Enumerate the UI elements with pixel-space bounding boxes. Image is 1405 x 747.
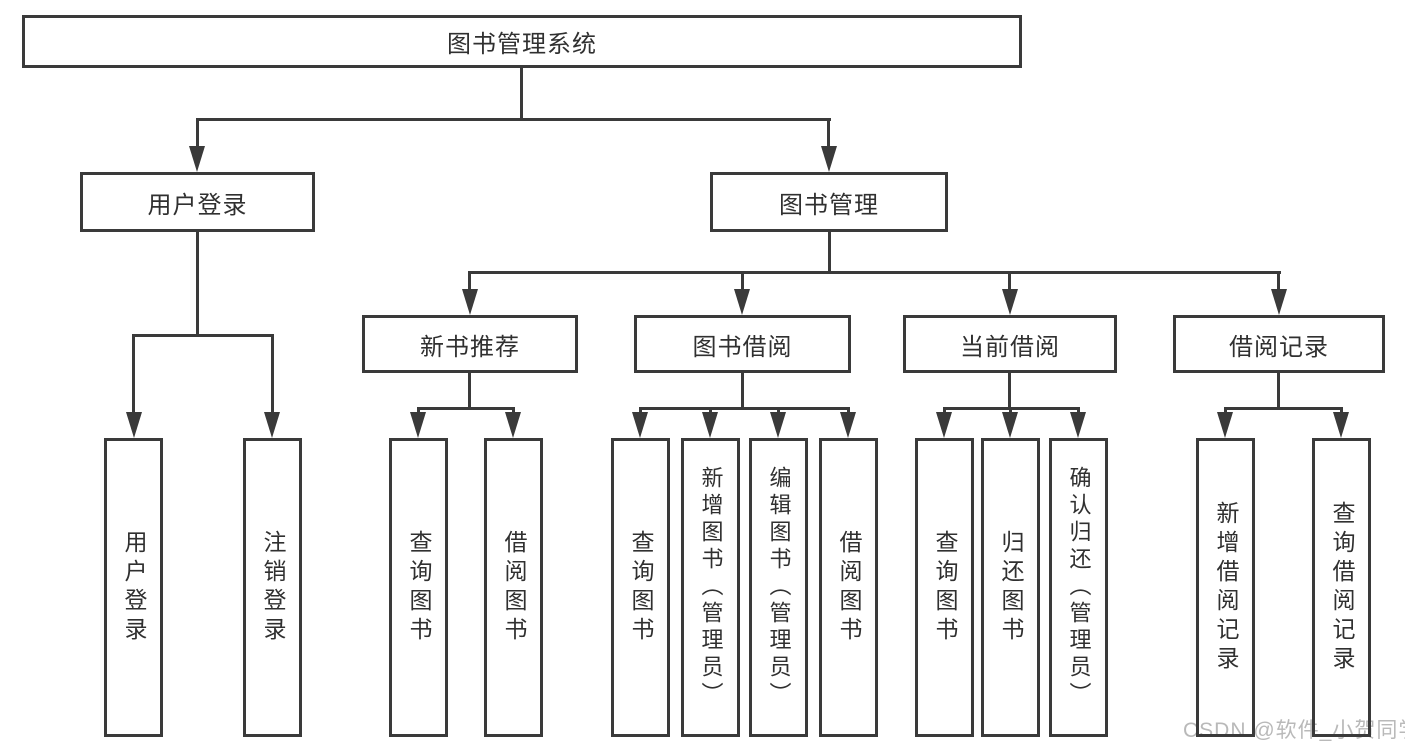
node-leaf-confirm-return-admin: 确认归还（管理员） — [1049, 438, 1108, 737]
arrow-down-icon — [1002, 412, 1018, 438]
arrow-down-icon — [126, 412, 142, 438]
node-label: 图书借阅 — [692, 333, 793, 361]
node-new-book-recommend: 新书推荐 — [362, 315, 578, 373]
connector-line — [468, 273, 471, 291]
node-leaf-query-books-2: 查询图书 — [611, 438, 670, 737]
arrow-down-icon — [770, 412, 786, 438]
node-user-login: 用户登录 — [80, 172, 315, 232]
node-label: 查询借阅记录 — [1329, 500, 1355, 675]
connector-line — [196, 118, 831, 121]
node-label: 确认归还（管理员） — [1066, 466, 1092, 709]
node-label: 新增图书（管理员） — [698, 466, 724, 709]
node-label: 图书管理 — [779, 191, 879, 219]
node-label: 查询图书 — [932, 529, 958, 646]
node-leaf-query-borrow-record: 查询借阅记录 — [1312, 438, 1371, 737]
connector-line — [271, 336, 274, 414]
connector-line — [1340, 409, 1343, 414]
connector-line — [827, 120, 830, 148]
node-leaf-query-books-1: 查询图书 — [389, 438, 448, 737]
arrow-down-icon — [462, 289, 478, 315]
connector-line — [196, 120, 199, 148]
node-label: 用户登录 — [147, 191, 248, 219]
connector-line — [1077, 409, 1080, 414]
node-leaf-logout: 注销登录 — [243, 438, 302, 737]
node-leaf-query-books-3: 查询图书 — [915, 438, 974, 737]
arrow-down-icon — [264, 412, 280, 438]
connector-line — [417, 409, 420, 414]
node-leaf-borrow-books-1: 借阅图书 — [484, 438, 543, 737]
node-leaf-edit-books-admin: 编辑图书（管理员） — [749, 438, 808, 737]
arrow-down-icon — [505, 412, 521, 438]
node-library-management-system: 图书管理系统 — [22, 15, 1022, 68]
node-label: 新增借阅记录 — [1213, 500, 1239, 675]
arrow-down-icon — [840, 412, 856, 438]
connector-line — [741, 273, 744, 291]
connector-line — [1008, 273, 1011, 291]
arrow-down-icon — [734, 289, 750, 315]
connector-line — [196, 232, 199, 336]
connector-line — [1008, 373, 1011, 409]
connector-line — [468, 373, 471, 409]
arrow-down-icon — [632, 412, 648, 438]
node-label: 编辑图书（管理员） — [766, 466, 792, 709]
node-label: 注销登录 — [260, 529, 286, 646]
arrow-down-icon — [189, 146, 205, 172]
node-leaf-add-books-admin: 新增图书（管理员） — [681, 438, 740, 737]
connector-line — [417, 407, 515, 410]
arrow-down-icon — [1333, 412, 1349, 438]
arrow-down-icon — [702, 412, 718, 438]
arrow-down-icon — [1217, 412, 1233, 438]
node-leaf-user-login: 用户登录 — [104, 438, 163, 737]
csdn-watermark: CSDN @软件_小贺同学 — [1183, 719, 1405, 742]
connector-line — [943, 407, 1080, 410]
connector-line — [132, 334, 274, 337]
node-book-management: 图书管理 — [710, 172, 948, 232]
connector-line — [132, 336, 135, 414]
node-label: 用户登录 — [121, 529, 147, 646]
node-label: 借阅图书 — [836, 529, 862, 646]
connector-line — [520, 68, 523, 120]
arrow-down-icon — [1070, 412, 1086, 438]
arrow-down-icon — [1002, 289, 1018, 315]
connector-line — [709, 409, 712, 414]
node-label: 查询图书 — [406, 529, 432, 646]
connector-line — [468, 271, 1281, 274]
connector-line — [741, 373, 744, 409]
node-leaf-add-borrow-record: 新增借阅记录 — [1196, 438, 1255, 737]
connector-line — [1277, 373, 1280, 409]
node-book-borrowing: 图书借阅 — [634, 315, 851, 373]
connector-line — [847, 409, 850, 414]
connector-line — [1224, 407, 1343, 410]
node-borrowing-records: 借阅记录 — [1173, 315, 1385, 373]
connector-line — [1009, 409, 1012, 414]
node-label: 查询图书 — [628, 529, 654, 646]
arrow-down-icon — [821, 146, 837, 172]
connector-line — [1224, 409, 1227, 414]
node-label: 图书管理系统 — [447, 31, 597, 58]
arrow-down-icon — [410, 412, 426, 438]
node-label: 当前借阅 — [960, 333, 1060, 361]
node-label: 新书推荐 — [420, 333, 520, 361]
connector-line — [828, 232, 831, 274]
connector-line — [512, 409, 515, 414]
node-label: 借阅图书 — [501, 529, 527, 646]
connector-line — [1277, 273, 1280, 291]
connector-line — [639, 407, 850, 410]
node-leaf-return-books: 归还图书 — [981, 438, 1040, 737]
connector-line — [777, 409, 780, 414]
connector-line — [639, 409, 642, 414]
node-leaf-borrow-books-2: 借阅图书 — [819, 438, 878, 737]
arrow-down-icon — [936, 412, 952, 438]
arrow-down-icon — [1271, 289, 1287, 315]
connector-line — [943, 409, 946, 414]
node-current-borrowing: 当前借阅 — [903, 315, 1117, 373]
node-label: 归还图书 — [998, 529, 1024, 646]
node-label: 借阅记录 — [1229, 333, 1329, 361]
